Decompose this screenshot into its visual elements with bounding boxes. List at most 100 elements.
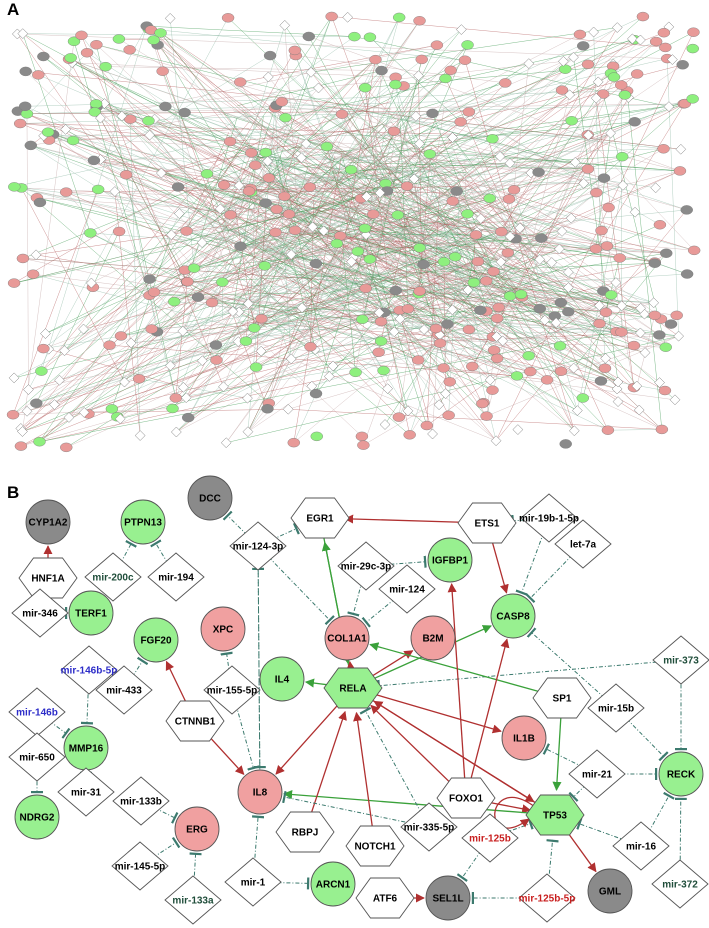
network-edge bbox=[226, 140, 600, 324]
network-edge bbox=[161, 125, 381, 174]
network-node bbox=[145, 324, 158, 334]
network-edge bbox=[408, 154, 607, 313]
network-node bbox=[174, 208, 185, 219]
network-node bbox=[449, 252, 462, 262]
edge-CTNNB1-FGF20 bbox=[165, 660, 188, 706]
network-edge bbox=[421, 189, 515, 310]
network-node bbox=[356, 314, 369, 324]
network-node bbox=[483, 193, 496, 204]
network-edge bbox=[346, 130, 663, 430]
network-node bbox=[349, 367, 362, 378]
network-node bbox=[418, 324, 430, 335]
network-edge bbox=[22, 114, 472, 432]
network-node bbox=[653, 220, 667, 230]
network-edge bbox=[335, 63, 529, 189]
network-node bbox=[429, 323, 443, 334]
network-edge bbox=[68, 58, 457, 194]
node-label: mir-133a bbox=[172, 896, 214, 907]
network-node bbox=[512, 424, 524, 435]
network-edge bbox=[356, 171, 596, 250]
network-node bbox=[168, 296, 181, 307]
network-edge bbox=[150, 29, 324, 321]
network-edge bbox=[90, 232, 311, 347]
node-mir-155-5p: mir-155-5p bbox=[203, 665, 261, 715]
network-node bbox=[598, 363, 612, 373]
node-label: mir-194 bbox=[158, 573, 194, 584]
network-edge bbox=[400, 319, 433, 435]
node-ets1: ETS1 bbox=[457, 502, 517, 544]
network-edge bbox=[415, 89, 563, 117]
network-edge bbox=[64, 235, 273, 351]
network-edge bbox=[22, 299, 344, 432]
network-edge bbox=[271, 78, 446, 217]
network-node bbox=[569, 156, 581, 168]
network-node bbox=[554, 366, 568, 376]
network-edge bbox=[39, 331, 617, 442]
network-edge bbox=[428, 164, 497, 441]
network-node bbox=[330, 238, 344, 249]
node-label: HNF1A bbox=[31, 574, 64, 585]
node-mir-373: mir-373 bbox=[652, 635, 709, 685]
node-mir-145-5p: mir-145-5p bbox=[111, 841, 169, 891]
network-edge bbox=[22, 33, 285, 255]
network-node bbox=[635, 34, 646, 46]
network-edge bbox=[187, 281, 268, 328]
network-edge bbox=[291, 254, 316, 350]
network-node bbox=[577, 41, 590, 51]
node-ptpn13: PTPN13 bbox=[120, 499, 166, 545]
network-node bbox=[279, 19, 291, 31]
node-fgf20: FGF20 bbox=[133, 617, 179, 663]
network-edge bbox=[319, 17, 400, 304]
node-ctnnb1: CTNNB1 bbox=[165, 700, 225, 742]
node-label: mir-335-5p bbox=[404, 823, 455, 834]
network-node bbox=[443, 377, 456, 387]
network-node bbox=[507, 185, 521, 195]
network-node bbox=[524, 366, 537, 377]
network-edge bbox=[184, 269, 363, 437]
network-edge bbox=[161, 101, 391, 174]
node-dcc: DCC bbox=[187, 475, 233, 521]
network-node bbox=[555, 85, 569, 95]
network-edge bbox=[486, 94, 570, 417]
network-node bbox=[657, 144, 670, 154]
edge-mir-16-TP53 bbox=[576, 817, 627, 842]
edge-mir-145-5p-ERG bbox=[152, 836, 181, 859]
network-node bbox=[387, 126, 401, 136]
network-node bbox=[114, 331, 128, 341]
network-edge bbox=[409, 343, 441, 435]
network-node bbox=[8, 182, 21, 192]
node-label: SP1 bbox=[553, 694, 572, 705]
network-node bbox=[611, 383, 623, 395]
node-label: mir-200c bbox=[92, 573, 134, 584]
network-node bbox=[430, 40, 444, 50]
network-node bbox=[348, 31, 361, 42]
node-notch1: NOTCH1 bbox=[345, 825, 405, 867]
network-node bbox=[412, 355, 425, 365]
network-edge bbox=[355, 242, 622, 307]
network-edge bbox=[64, 209, 269, 351]
network-node bbox=[344, 164, 358, 175]
network-node bbox=[639, 347, 651, 358]
node-rela: RELA bbox=[323, 667, 383, 709]
network-edge bbox=[378, 118, 612, 296]
node-il4: IL4 bbox=[259, 656, 305, 702]
node-hnf1a: HNF1A bbox=[18, 557, 78, 599]
network-edge bbox=[232, 169, 336, 312]
network-node bbox=[540, 375, 554, 385]
network-node bbox=[474, 305, 487, 316]
network-node bbox=[17, 426, 28, 437]
network-edge bbox=[268, 318, 299, 404]
network-edge bbox=[289, 262, 439, 335]
network-node bbox=[156, 66, 169, 76]
network-node bbox=[597, 173, 611, 183]
network-edge bbox=[595, 103, 686, 249]
network-node bbox=[103, 340, 116, 350]
network-edge bbox=[257, 85, 404, 302]
network-edge bbox=[154, 118, 251, 178]
network-node bbox=[480, 276, 493, 286]
network-node bbox=[442, 410, 455, 420]
network-node bbox=[627, 340, 641, 351]
network-node bbox=[502, 194, 516, 204]
network-edge bbox=[452, 137, 638, 387]
node-label: RBPJ bbox=[292, 828, 319, 839]
